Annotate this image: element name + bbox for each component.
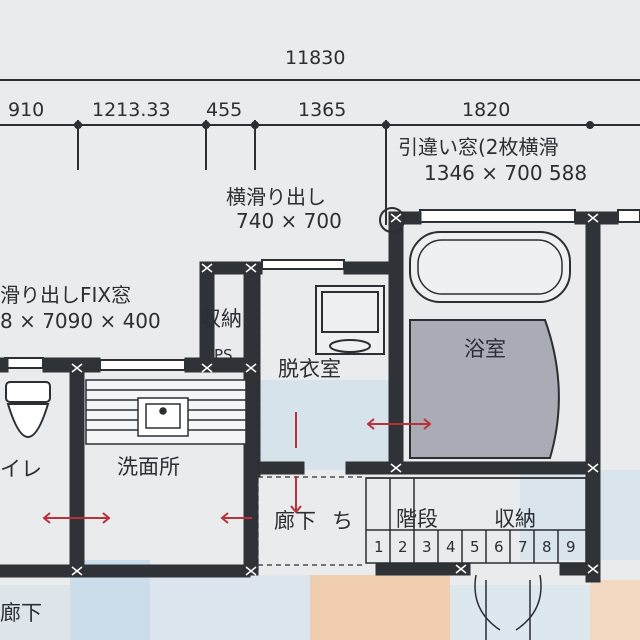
dimension-segment-1: 910 <box>8 99 44 121</box>
stair-step-5: 5 <box>470 538 480 556</box>
window-bars <box>4 209 640 371</box>
room-corridor: 廊下 <box>274 509 316 533</box>
staircase <box>365 477 587 564</box>
room-stairs: 階段 <box>396 507 438 531</box>
room-washroom: 洗面所 <box>117 455 180 479</box>
side-slide-window-size: 740 × 700 <box>236 209 342 233</box>
dashed-lines <box>257 280 366 570</box>
wash-counter <box>85 379 247 445</box>
double-door <box>474 574 542 640</box>
washing-machine <box>315 285 385 355</box>
side-slide-window-label: 横滑り出し <box>226 185 326 209</box>
stair-step-6: 6 <box>494 538 504 556</box>
room-bath: 浴室 <box>464 337 506 361</box>
stair-step-numbers: 1 2 3 4 5 6 7 8 9 <box>374 538 576 556</box>
stair-step-4: 4 <box>446 538 456 556</box>
dimension-lines <box>0 79 640 225</box>
bathtub <box>409 231 571 459</box>
dimension-segment-3: 455 <box>206 99 242 121</box>
column-markers <box>71 213 599 576</box>
dimension-segment-5: 1820 <box>462 99 510 121</box>
room-toilet: イレ <box>0 457 42 481</box>
sliding-window-label: 引違い窓(2枚横滑 <box>398 135 559 159</box>
stair-step-3: 3 <box>422 538 432 556</box>
fix-window-label: 滑り出しFIX窓 <box>0 283 131 307</box>
stair-step-1: 1 <box>374 538 384 556</box>
window-marker-icon <box>379 207 405 233</box>
room-dressing: 脱衣室 <box>278 357 341 381</box>
dimension-segment-2: 1213.33 <box>92 99 171 121</box>
sliding-window-size: 1346 × 700 588 <box>424 161 587 185</box>
door-arrows <box>42 412 432 524</box>
corridor-mark: ち <box>332 509 353 533</box>
dimension-total: 11830 <box>285 47 345 69</box>
room-storage-top: 収納 <box>200 307 242 331</box>
stair-step-7: 7 <box>518 538 528 556</box>
room-ps: PS <box>214 346 233 364</box>
room-stairs-storage: 収納 <box>494 507 536 531</box>
stair-step-9: 9 <box>566 538 576 556</box>
stair-step-8: 8 <box>542 538 552 556</box>
toilet-fixture <box>5 381 51 438</box>
dimension-segment-4: 1365 <box>298 99 346 121</box>
fix-window-size: 8 × 7090 × 400 <box>0 309 161 333</box>
room-corridor-bottom: 廊下 <box>0 601 42 625</box>
stair-step-2: 2 <box>398 538 408 556</box>
